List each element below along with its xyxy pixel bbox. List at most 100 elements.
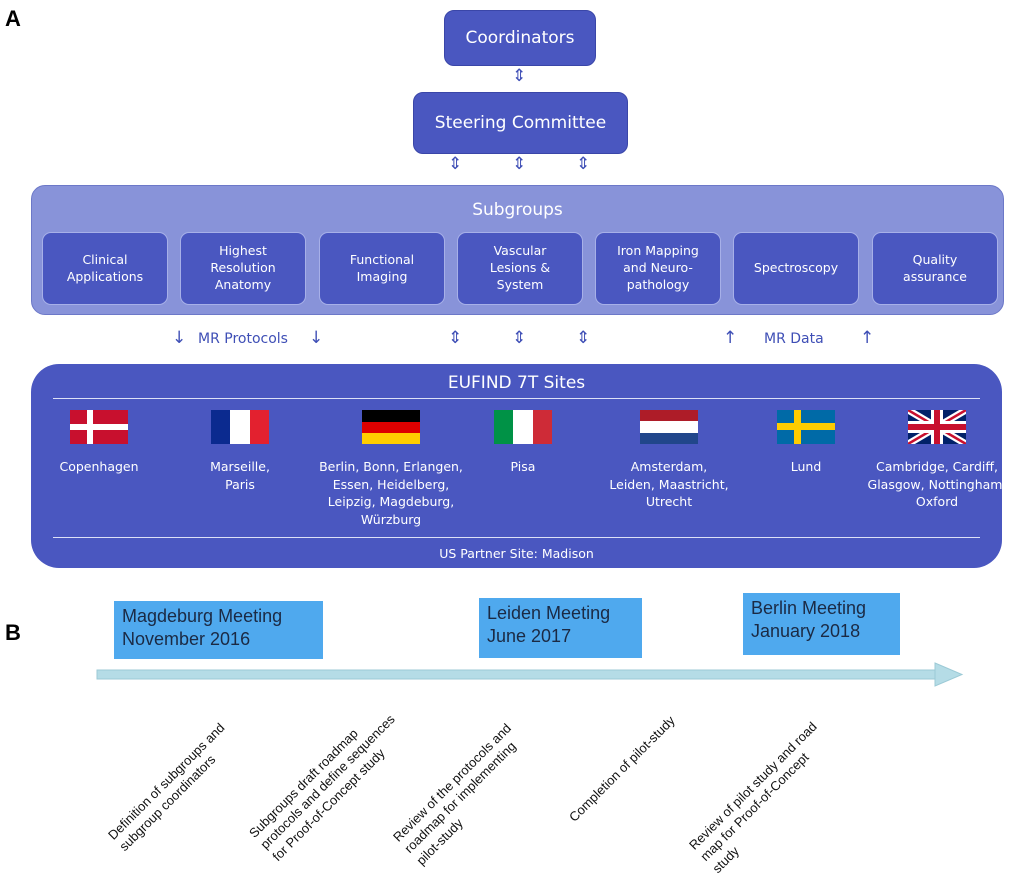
step-line: subgroup coordinators [116,752,219,855]
site-name: Pisa [511,458,536,476]
panel-label-a: A [5,6,21,31]
germany-flag-icon [362,410,420,444]
italy-flag-icon [494,410,552,444]
subgroups-title: Subgroups [472,200,563,220]
subgroup-label-line: Clinical [82,251,128,267]
site-name: Berlin, Bonn, Erlangen, Essen, Heidelberg… [319,458,463,528]
down-arrow-icon: ↓ [309,328,324,348]
step-line: Review of pilot study and road [686,718,820,853]
site-name: Copenhagen [59,458,138,476]
subgroup-label-line: Quality [912,251,958,267]
subgroup-label-line: pathology [626,276,690,292]
subgroup-box: Spectroscopy [733,232,859,305]
site-uk: Cambridge, Cardiff,Glasgow, Nottingham,O… [857,410,1013,511]
panel-label-b: B [5,620,21,645]
double-arrow-icon: ⇕ [512,66,527,86]
site-name-line: Lund [790,459,822,474]
subgroup-label-line: Iron Mapping [617,243,699,259]
step-line: Completion of pilot-study [566,712,678,825]
double-arrow-icon: ⇕ [512,154,527,174]
site-france: Marseille, Paris [170,410,310,493]
site-name-line: Paris [225,476,255,492]
subgroup-label-line: Highest [219,243,267,259]
site-name-line: Copenhagen [59,459,139,474]
sites-title: EUFIND 7T Sites [447,373,586,393]
sweden-flag-icon [777,410,835,444]
meeting-line: Magdeburg Meeting [122,606,283,626]
double-arrow-icon: ⇕ [512,328,527,348]
up-arrow-icon: ↑ [860,328,875,348]
double-arrow-icon: ⇕ [448,154,463,174]
site-name-line: Essen, Heidelberg, [332,476,450,492]
subgroup-label-line: Spectroscopy [753,260,839,276]
site-name: Lund [791,458,822,476]
subgroup-label-line: Anatomy [214,276,272,292]
step-line: Definition of subgroups and [105,720,228,843]
site-germany: Berlin, Bonn, Erlangen, Essen, Heidelberg… [311,410,471,528]
subgroup-label-line: Vascular [493,243,547,259]
meeting-line: January 2018 [751,621,861,642]
divider [53,537,980,538]
denmark-flag-icon [70,410,128,444]
step-line: roadmap for implementing [401,738,519,857]
subgroup-label-line: Imaging [356,268,408,284]
mr-data-label: MR Data [764,331,824,347]
step-line: protocols and define sequences [257,711,398,853]
subgroup-label-line: Functional [349,251,415,267]
subgroup-label-line: assurance [903,268,967,284]
site-name-line: Cambridge, Cardiff, [876,459,998,474]
site-name: Amsterdam, Leiden, Maastricht, Utrecht [609,458,728,511]
uk-flag-icon [908,410,966,444]
double-arrow-icon: ⇕ [576,328,591,348]
meeting-line: Berlin Meeting [751,598,867,618]
site-name-line: Berlin, Bonn, Erlangen, [319,459,463,474]
down-arrow-icon: ↓ [172,328,187,348]
subgroup-label-line: System [496,276,544,292]
site-name-line: Marseille, [210,459,270,474]
site-name: Cambridge, Cardiff,Glasgow, Nottingham,O… [868,458,1007,511]
subgroup-label-line: Resolution [210,260,276,276]
coordinators-box: Coordinators [444,10,596,66]
subgroup-label-line: and Neuro- [623,260,693,276]
meeting-line: Leiden Meeting [487,603,611,623]
double-arrow-icon: ⇕ [448,328,463,348]
site-name-line: Glasgow, Nottingham, [867,476,1007,492]
site-name-line: Amsterdam, [630,459,708,474]
site-italy: Pisa [453,410,593,476]
steering-committee-box: Steering Committee [413,92,628,154]
timeline-step: Completion of pilot-study [566,713,679,826]
site-name-line: Pisa [510,459,536,474]
site-name-line: Utrecht [645,494,693,509]
site-netherlands: Amsterdam, Leiden, Maastricht, Utrecht [594,410,744,511]
site-name: Marseille, Paris [210,458,270,493]
france-flag-icon [211,410,269,444]
double-arrow-icon: ⇕ [576,154,591,174]
netherlands-flag-icon [640,410,698,444]
meeting-line: November 2016 [122,629,251,650]
divider [53,398,980,399]
mr-protocols-label: MR Protocols [198,331,288,347]
site-name-line: Leiden, Maastricht, [609,476,729,492]
subgroup-label-line: Lesions & [489,260,551,276]
subgroup-label: Spectroscopy [754,260,838,277]
site-name-line: Würzburg [360,511,422,527]
